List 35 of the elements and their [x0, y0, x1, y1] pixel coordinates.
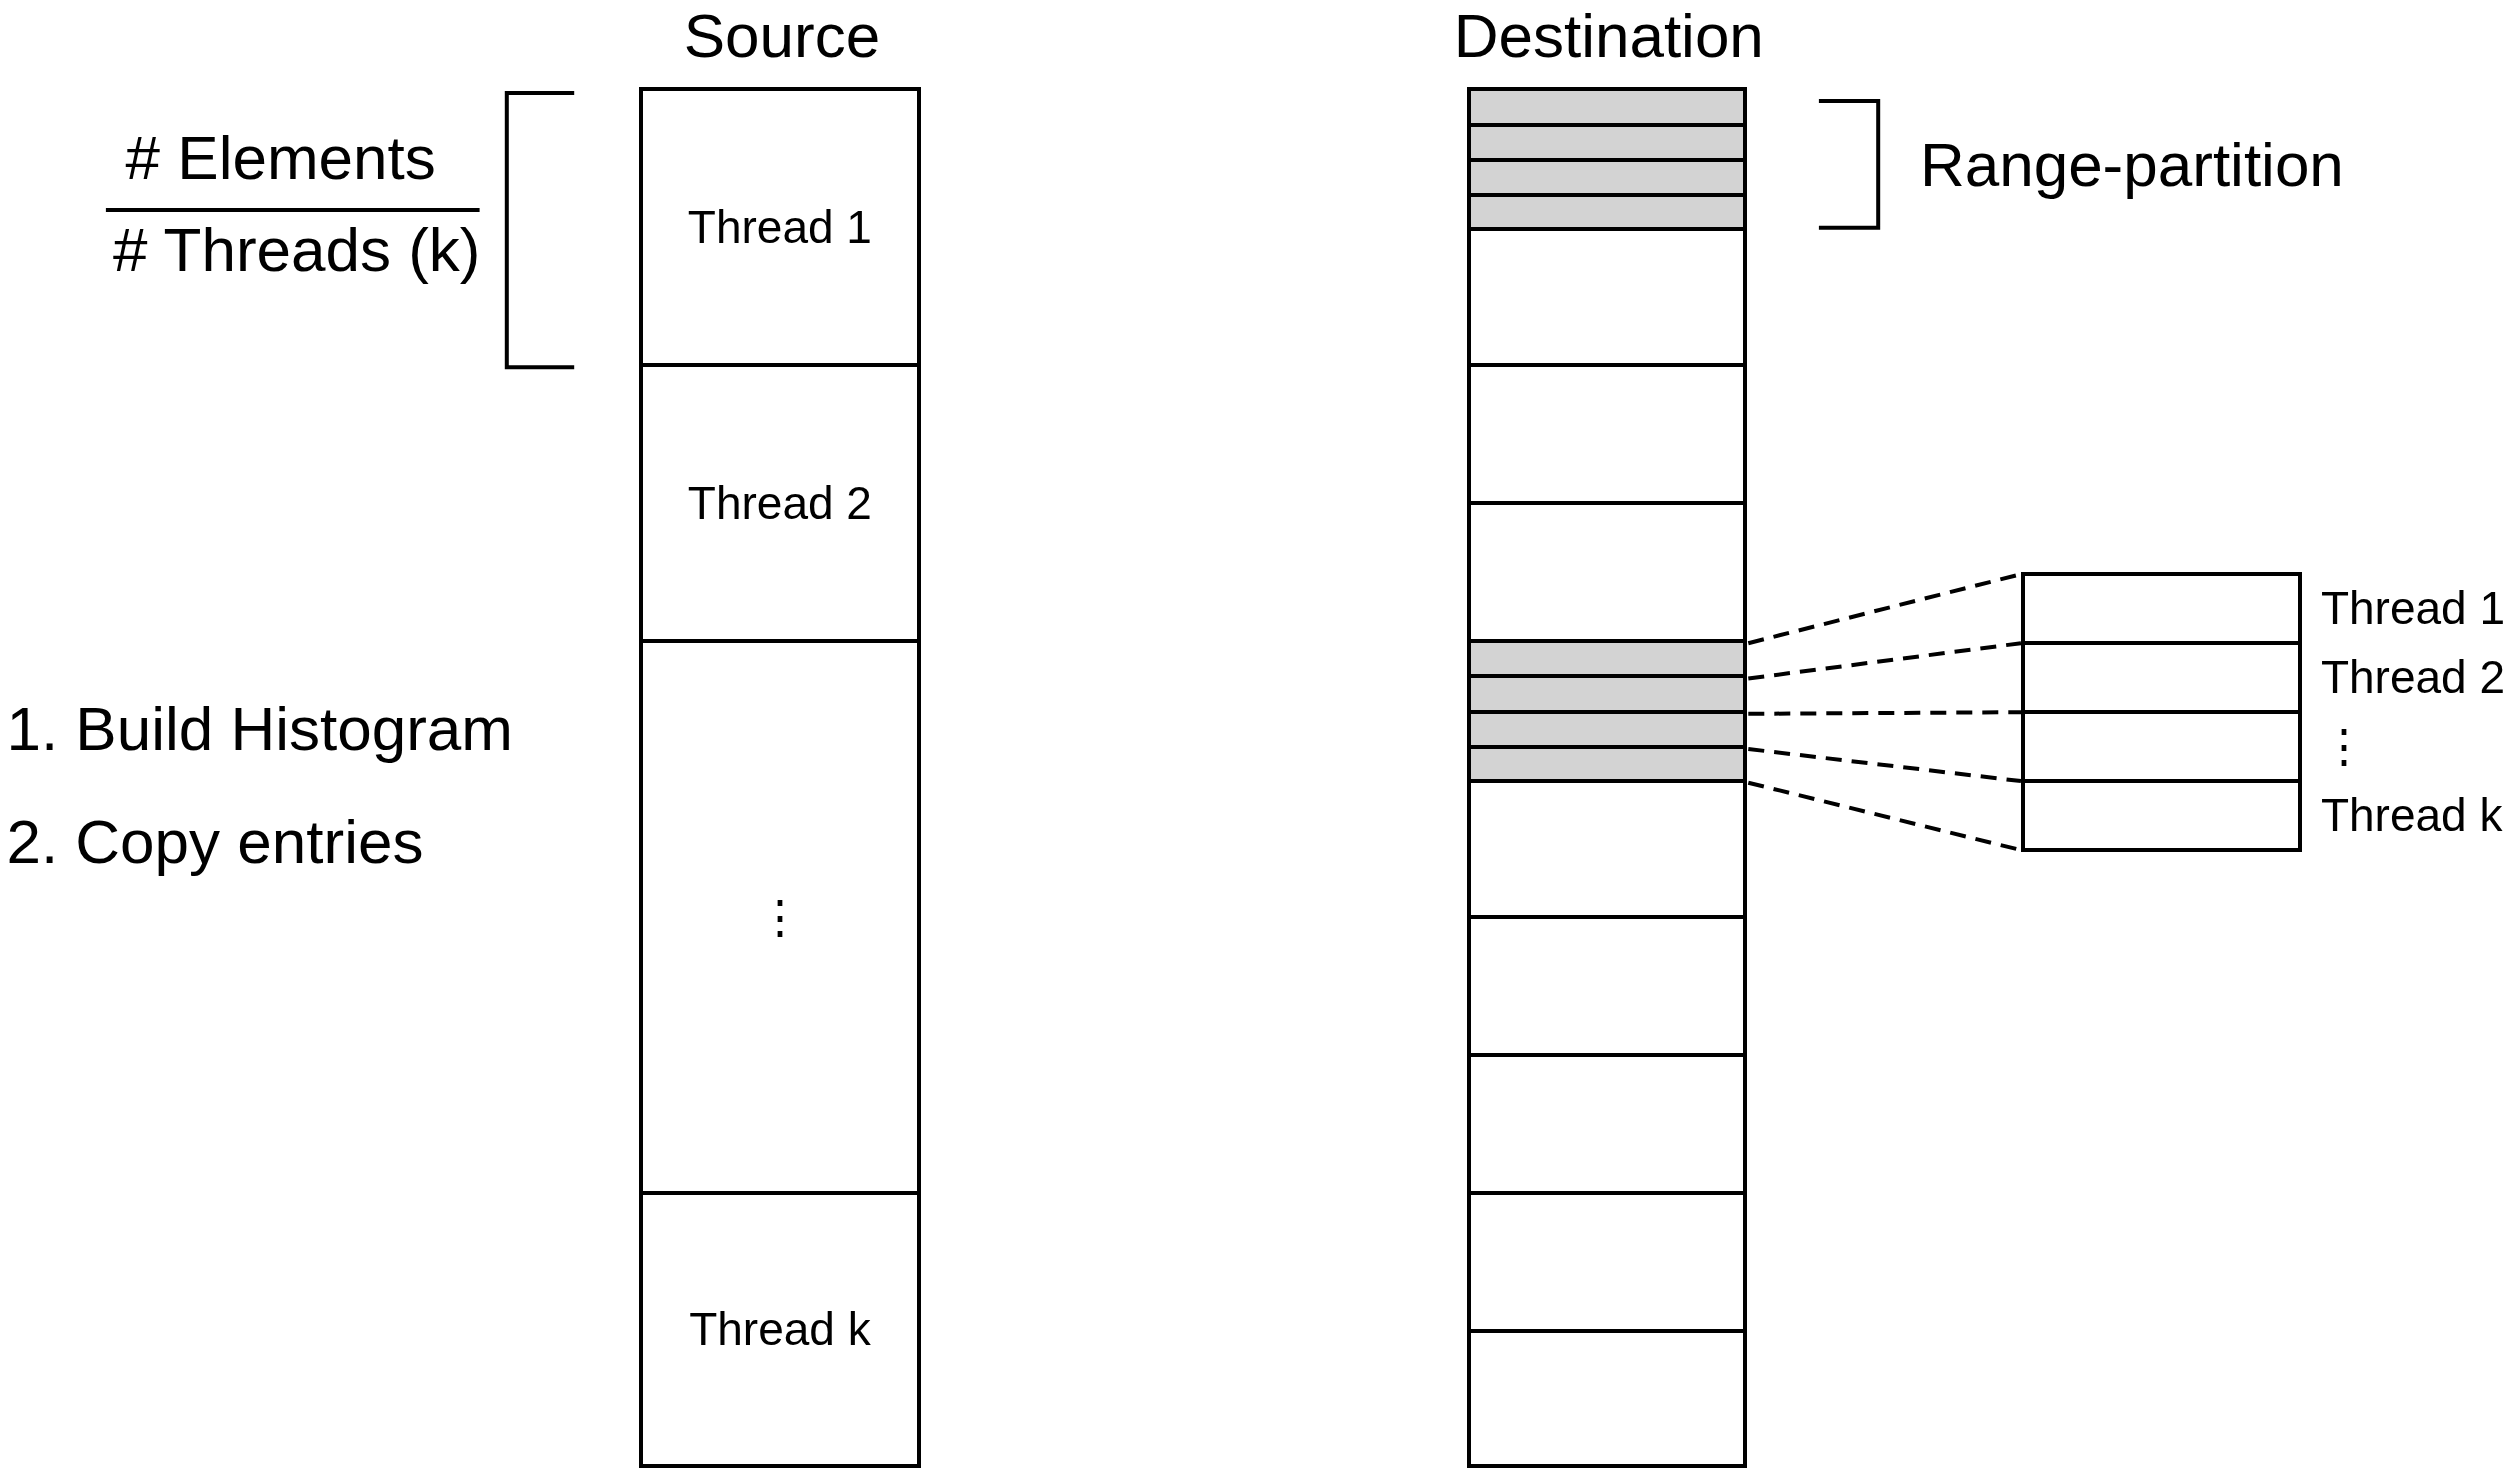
partition-cell [1466, 193, 1747, 227]
thread-label: Thread 2 [2320, 653, 2506, 700]
partition-cell [1466, 745, 1747, 779]
partition-cell [1466, 674, 1747, 710]
array-cell [1466, 363, 1747, 502]
thread-block [639, 1190, 921, 1468]
fraction-numerator: # Elements [125, 127, 436, 190]
array-cell [1466, 1053, 1747, 1191]
partition-cell [1466, 639, 1747, 675]
cell-label: Thread 1 [687, 204, 872, 251]
column-heading: Destination [1453, 5, 1764, 68]
thread-block [639, 639, 921, 1191]
array-cell [1466, 226, 1747, 364]
column-heading: Source [683, 5, 881, 68]
projection-line [1748, 641, 2022, 681]
array-cell [1466, 915, 1747, 1053]
partition-cell [1466, 709, 1747, 746]
array-cell [1466, 1190, 1747, 1329]
array-cell [1466, 501, 1747, 640]
partition-cell [1466, 122, 1747, 158]
cell-label: Thread k [689, 1306, 871, 1353]
thread-block [639, 363, 921, 640]
cell-label: Thread 2 [687, 480, 872, 527]
thread-block [639, 87, 921, 364]
projection-line [1748, 747, 2022, 784]
thread-label: ⋮ [2320, 722, 2367, 769]
thread-label: Thread k [2320, 791, 2503, 838]
array-cell [1466, 1328, 1747, 1468]
cell-label: ⋮ [756, 894, 803, 941]
array-cell [1466, 778, 1747, 916]
step-text: 1. Build Histogram [6, 698, 513, 761]
thread-label: Thread 1 [2320, 584, 2506, 631]
projection-line [1748, 710, 2021, 716]
partition-cell [1466, 158, 1747, 194]
partition-cell [1466, 87, 1747, 123]
